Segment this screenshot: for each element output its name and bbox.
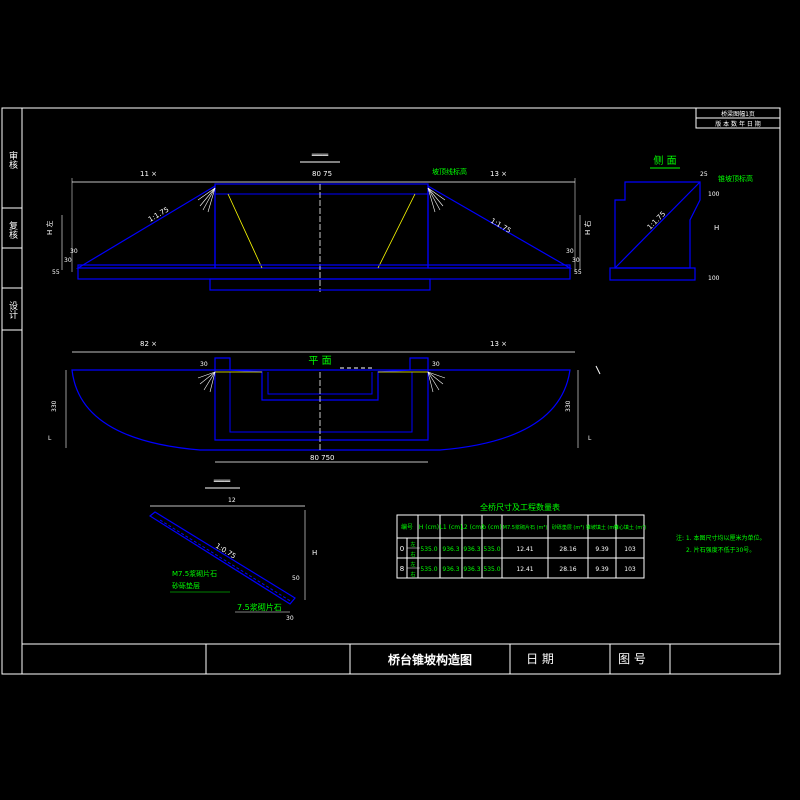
elev-callout: 坡顶线标高 <box>432 167 467 176</box>
plan-label-right: 330 <box>565 400 572 412</box>
elev-small-b: 30 <box>64 257 72 264</box>
th-l1: L1 (cm) <box>440 524 463 531</box>
plan-label-left: 330 <box>51 400 58 412</box>
th-h: H (cm) <box>419 524 439 531</box>
detail-label-3: 7.5浆砌片石 <box>237 602 282 612</box>
elev-small-a: 30 <box>70 248 78 255</box>
drawing-title: 桥台锥坡构造图 <box>388 652 472 667</box>
row1-sub-l: 左 <box>410 561 415 568</box>
row0-sub-r: 右 <box>410 551 415 558</box>
row0-sub-l: 左 <box>410 541 415 548</box>
elev-slope-right: 1:1.75 <box>489 217 512 235</box>
elevation-top-mark: ═══ <box>311 151 329 161</box>
elevation-view: ═══ 11 × 80 75 13 × 坡顶线标高 1:1.75 1:1.75 <box>45 151 592 292</box>
detail-dim-top: 12 <box>228 497 236 504</box>
detail-label-1: M7.5浆砌片石 <box>172 569 217 578</box>
row0-h: 535.0 <box>420 546 437 553</box>
elev-dim-mid: 80 75 <box>312 170 332 178</box>
row0-m4: 103 <box>624 546 636 553</box>
side-slope: 1:1.75 <box>646 210 668 232</box>
side-h: H <box>714 224 719 232</box>
th-b: b (cm) <box>482 524 502 531</box>
detail-h: H <box>312 549 317 557</box>
outer-frame <box>1 107 781 675</box>
row0-m3: 9.39 <box>595 546 609 553</box>
th-m2: 砂砾垫层 (m³) <box>552 524 584 531</box>
plan-dim-bottom: 80 750 <box>310 454 335 462</box>
plan-dim-left: 82 × <box>140 340 157 348</box>
date-label: 日 期 <box>526 652 554 666</box>
table-title: 全桥尺寸及工程数量表 <box>480 502 560 512</box>
row0-m1: 12.41 <box>516 546 533 553</box>
row0-b: 535.0 <box>483 546 500 553</box>
elev-h-right: H 右 <box>583 221 592 236</box>
row1-h: 535.0 <box>420 566 437 573</box>
quantity-table: 全桥尺寸及工程数量表 编号 H (cm) L1 (cm) L2 (cm) b (… <box>396 502 646 579</box>
side-callout: 锥坡顶标高 <box>718 174 753 183</box>
top-right-line2: 版 本 数 年 日 期 <box>715 120 761 128</box>
th-m4: 锥心填土 (m³) <box>614 524 646 531</box>
side-view: 侧 面 1:1.75 H 锥坡顶标高 25 100 100 <box>609 154 753 282</box>
plan-small-left: 30 <box>200 361 208 368</box>
slope-detail: ═══ 12 H 1:0.75 M7.5浆砌片石 砂砾垫层 7.5浆砌片石 30… <box>148 477 317 622</box>
plan-title: 平 面 <box>308 356 331 367</box>
th-m1: M7.5浆砌片石 (m³) <box>503 524 548 531</box>
th-id: 编号 <box>401 523 413 531</box>
elev-small-f: 55 <box>574 269 582 276</box>
elev-dim-left: 11 × <box>140 170 157 178</box>
elev-small-e: 30 <box>572 257 580 264</box>
row1-b: 535.0 <box>483 566 500 573</box>
detail-top-mark: ═══ <box>213 477 231 487</box>
elev-dim-right: 13 × <box>490 170 507 178</box>
row1-m4: 103 <box>624 566 636 573</box>
note-1: 注: 1. 本图尺寸均以厘米为单位。 <box>676 534 766 542</box>
elev-small-d: 30 <box>566 248 574 255</box>
row1-id: 8 <box>400 565 404 573</box>
row1-m1: 12.41 <box>516 566 533 573</box>
row0-m2: 28.16 <box>559 546 576 553</box>
side-strip-check: 复核 <box>7 220 18 240</box>
side-strip-design: 设计 <box>7 301 18 320</box>
drawing-no-label: 图 号 <box>618 652 646 666</box>
title-block <box>21 643 781 675</box>
th-l2: L2 (cm) <box>461 524 484 531</box>
detail-dim-bottom: 30 <box>286 615 294 622</box>
side-dim-bottom: 100 <box>708 275 720 282</box>
th-m3: 锥坡填土 (m³) <box>586 524 618 531</box>
elev-small-c: 55 <box>52 269 60 276</box>
row1-l1: 936.3 <box>442 566 459 573</box>
row0-id: 0 <box>400 545 404 553</box>
elev-h-left: H 左 <box>45 221 54 236</box>
row0-l2: 936.3 <box>463 546 480 553</box>
row1-sub-r: 右 <box>410 571 415 578</box>
plan-edge-l: L <box>48 435 52 442</box>
side-title: 侧 面 <box>653 154 676 167</box>
side-strip-review: 审核 <box>7 150 18 170</box>
plan-view: 82 × 13 × 平 面 80 750 330 L 330 L 30 <box>48 340 601 463</box>
row1-m2: 28.16 <box>559 566 576 573</box>
row1-l2: 936.3 <box>463 566 480 573</box>
detail-label-2: 砂砾垫层 <box>172 581 200 590</box>
row0-l1: 936.3 <box>442 546 459 553</box>
row1-m3: 9.39 <box>595 566 609 573</box>
side-dim-top: 25 <box>700 171 708 178</box>
plan-dim-right: 13 × <box>490 340 507 348</box>
plan-edge-r: L <box>588 435 592 442</box>
detail-dim-right: 50 <box>292 575 300 582</box>
note-2: 2. 片石强度不低于30号。 <box>686 546 755 554</box>
plan-small-right: 30 <box>432 361 440 368</box>
top-right-line1: 桥梁图幅1页 <box>721 110 755 118</box>
side-dim-mid: 100 <box>708 191 720 198</box>
